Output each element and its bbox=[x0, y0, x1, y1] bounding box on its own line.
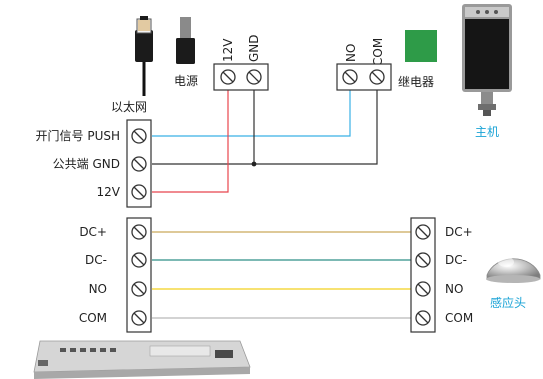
gnd-wire bbox=[152, 88, 378, 165]
push-signal-label: 开门信号 PUSH bbox=[36, 128, 120, 143]
host-device-icon bbox=[462, 4, 512, 116]
relay-label: 继电器 bbox=[398, 75, 434, 89]
right-no-label: NO bbox=[445, 282, 463, 296]
right-dcplus-label: DC+ bbox=[445, 225, 473, 239]
ethernet-label: 以太网 bbox=[111, 99, 147, 114]
controller-board-icon bbox=[33, 340, 251, 379]
door-terminal-block bbox=[126, 119, 152, 208]
right-dcminus-label: DC- bbox=[445, 253, 467, 267]
sensor-left-terminal-block bbox=[126, 217, 152, 333]
v12-wire bbox=[152, 88, 229, 193]
push-wire bbox=[152, 88, 351, 137]
power-label: 电源 bbox=[174, 74, 198, 88]
sensor-dome-icon bbox=[486, 257, 541, 283]
left-dcminus-label: DC- bbox=[85, 253, 107, 267]
power-pin-gnd: GND bbox=[247, 34, 261, 62]
ethernet-plug-icon bbox=[135, 16, 153, 96]
power-pin-12v: 12V bbox=[221, 38, 235, 62]
relay-pin-no: NO bbox=[344, 44, 358, 62]
sensor-right-terminal-block bbox=[410, 217, 436, 333]
relay-terminal-block: NO COM bbox=[336, 38, 392, 91]
common-gnd-label: 公共端 GND bbox=[53, 157, 120, 171]
sensor-label: 感应头 bbox=[490, 295, 526, 310]
left-com-label: COM bbox=[79, 311, 107, 325]
wires bbox=[152, 88, 414, 319]
power-plug-icon bbox=[176, 17, 195, 64]
power-terminal-block: 12V GND bbox=[213, 34, 269, 91]
left-no-label: NO bbox=[89, 282, 107, 296]
relay-icon bbox=[405, 30, 437, 62]
gnd-junction-dot bbox=[251, 161, 257, 167]
relay-pin-com: COM bbox=[371, 38, 385, 66]
right-com-label: COM bbox=[445, 311, 473, 325]
v12-label: 12V bbox=[97, 185, 121, 199]
host-label: 主机 bbox=[475, 125, 499, 139]
left-dcplus-label: DC+ bbox=[79, 225, 107, 239]
